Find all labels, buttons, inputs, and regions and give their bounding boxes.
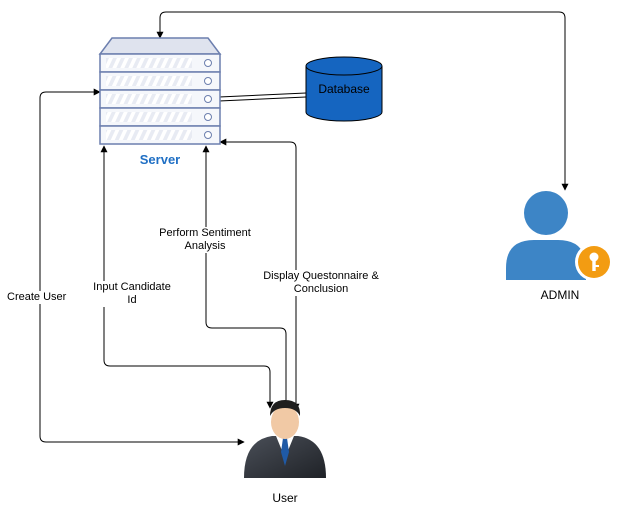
key-badge-icon xyxy=(575,243,613,281)
database-label: Database xyxy=(318,82,370,96)
admin-label: ADMIN xyxy=(540,288,580,302)
input-candidate-label: Input Candidate Id xyxy=(86,281,178,307)
display-label: Display Questonnaire & Conclusion xyxy=(250,270,392,296)
sentiment-label-line2: Analysis xyxy=(184,240,226,252)
sentiment-label-line1: Perform Sentiment xyxy=(159,227,251,239)
server-unit xyxy=(99,89,221,109)
user-icon xyxy=(244,400,326,478)
admin-icon xyxy=(506,191,613,281)
create-user-connector xyxy=(39,88,245,446)
display-connector xyxy=(219,138,300,411)
create-user-label: Create User xyxy=(7,291,67,304)
display-label-line1: Display Questonnaire & xyxy=(263,270,379,282)
user-label: User xyxy=(272,491,298,505)
server-label: Server xyxy=(139,152,181,167)
server-admin-connector xyxy=(156,11,569,191)
database-icon xyxy=(305,56,383,122)
display-label-line2: Conclusion xyxy=(293,283,349,295)
connectors xyxy=(39,11,569,446)
server-unit xyxy=(99,53,221,73)
input-candidate-connector xyxy=(100,145,274,409)
server-unit xyxy=(99,107,221,127)
server-database-line-2 xyxy=(218,96,307,102)
server-database-line-1 xyxy=(218,92,307,98)
server-icon xyxy=(98,37,222,145)
input-candidate-label-line2: Id xyxy=(127,294,137,306)
sentiment-label: Perform Sentiment Analysis xyxy=(150,227,260,253)
server-unit xyxy=(99,71,221,91)
server-unit xyxy=(99,125,221,145)
input-candidate-label-line1: Input Candidate xyxy=(93,281,171,293)
